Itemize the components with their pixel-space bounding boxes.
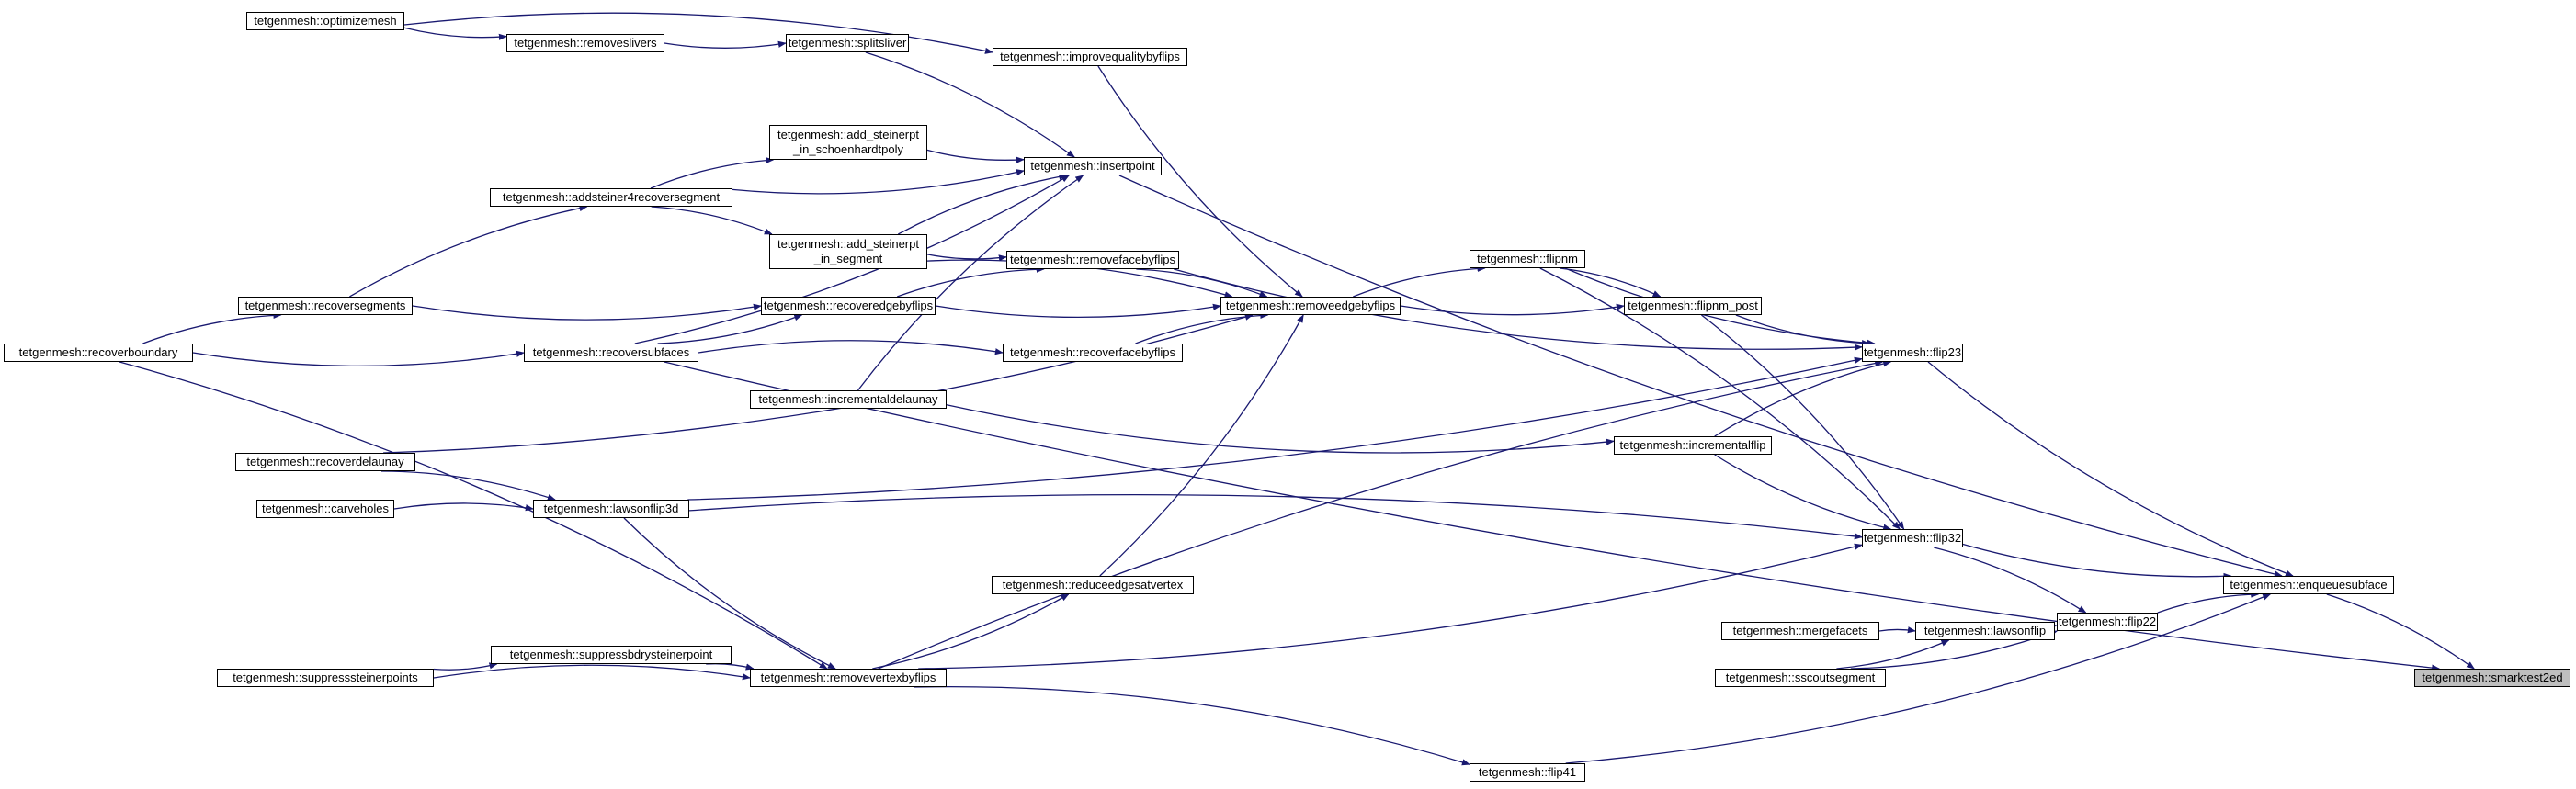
node-flipnm-post[interactable]: tetgenmesh::flipnm_post [1624, 297, 1762, 315]
edge-removeedgebyflips-to-flipnm-post [1400, 303, 1625, 316]
edge-removevertexbyflips-to-flip41 [914, 685, 1470, 766]
edge-reduceedgesatvertex-to-removeedgebyflips [1099, 314, 1304, 577]
edge-lawsonflip3d-to-removevertexbyflips [623, 517, 836, 670]
edge-add-steinerpt-in-segment-to-insertpoint [897, 173, 1068, 235]
edge-flip23-to-enqueuesubface [1927, 361, 2294, 577]
edge-suppressbdrysteinerpoint-to-removevertexbyflips [706, 663, 755, 671]
edge-recoversegments-to-recoveredgebyflips [412, 303, 762, 321]
edge-removevertexbyflips-to-flip23 [878, 360, 1884, 670]
node-recoverfacebyflips[interactable]: tetgenmesh::recoverfacebyflips [1003, 344, 1183, 362]
edge-flip41-to-enqueuesubface [1565, 593, 2272, 764]
node-flip41[interactable]: tetgenmesh::flip41 [1470, 763, 1585, 782]
node-lawsonflip3d[interactable]: tetgenmesh::lawsonflip3d [533, 500, 689, 518]
node-recoverboundary[interactable]: tetgenmesh::recoverboundary [4, 344, 193, 362]
edge-add-steinerpt-in-schoenhardtpoly-to-insertpoint [926, 149, 1025, 163]
node-enqueuesubface[interactable]: tetgenmesh::enqueuesubface [2223, 576, 2394, 594]
edge-addsteiner4recoversegment-to-add-steinerpt-in-segment [651, 206, 773, 235]
edge-recoveredgebyflips-to-removeedgebyflips [935, 303, 1221, 319]
node-suppresssteinerpoints[interactable]: tetgenmesh::suppresssteinerpoints [217, 669, 434, 687]
edge-recoverdelaunay-to-lawsonflip3d [380, 470, 556, 501]
node-improvequalitybyflips[interactable]: tetgenmesh::improvequalitybyflips [993, 48, 1187, 66]
edge-lawsonflip3d-to-flip32 [688, 493, 1863, 540]
node-incrementalflip[interactable]: tetgenmesh::incrementalflip [1614, 436, 1772, 455]
node-lawsonflip[interactable]: tetgenmesh::lawsonflip [1915, 622, 2055, 640]
edge-addsteiner4recoversegment-to-insertpoint [732, 169, 1025, 195]
edge-flip22-to-enqueuesubface [2157, 591, 2260, 614]
node-removeedgebyflips[interactable]: tetgenmesh::removeedgebyflips [1220, 297, 1401, 315]
node-incrementaldelaunay[interactable]: tetgenmesh::incrementaldelaunay [750, 390, 947, 409]
edge-add-steinerpt-in-segment-to-removefacebyflips [926, 254, 1007, 262]
node-flipnm[interactable]: tetgenmesh::flipnm [1470, 250, 1585, 268]
node-removevertexbyflips[interactable]: tetgenmesh::removevertexbyflips [750, 669, 947, 687]
node-add-steinerpt-in-segment[interactable]: tetgenmesh::add_steinerpt _in_segment [769, 234, 927, 269]
node-flip23[interactable]: tetgenmesh::flip23 [1862, 344, 1963, 362]
edge-addsteiner4recoversegment-to-add-steinerpt-in-schoenhardtpoly [650, 156, 775, 189]
node-suppressbdrysteinerpoint[interactable]: tetgenmesh::suppressbdrysteinerpoint [491, 646, 732, 664]
edge-flip32-to-enqueuesubface [1962, 543, 2232, 580]
edge-incrementalflip-to-flip23 [1714, 360, 1892, 437]
node-splitsliver[interactable]: tetgenmesh::splitsliver [786, 34, 909, 52]
edge-flipnm-post-to-flip32 [1701, 314, 1905, 530]
node-removeslivers[interactable]: tetgenmesh::removeslivers [506, 34, 664, 52]
edge-recoveredgebyflips-to-removefacebyflips [896, 265, 1045, 298]
edge-optimizemesh-to-improvequalitybyflips [403, 12, 993, 54]
node-recoveredgebyflips[interactable]: tetgenmesh::recoveredgebyflips [761, 297, 936, 315]
edge-lawsonflip3d-to-flip23 [687, 356, 1863, 501]
edge-optimizemesh-to-removeslivers [403, 27, 507, 40]
edge-removeslivers-to-splitsliver [664, 40, 787, 49]
edge-mergefacets-to-lawsonflip [1878, 626, 1916, 634]
edge-flipnm-post-to-flip23 [1735, 314, 1870, 347]
edge-recoversegments-to-addsteiner4recoversegment [349, 205, 588, 298]
edge-enqueuesubface-to-smarktest2ed [2326, 593, 2475, 670]
node-removefacebyflips[interactable]: tetgenmesh::removefacebyflips [1006, 251, 1179, 269]
node-recoversegments[interactable]: tetgenmesh::recoversegments [238, 297, 413, 315]
edge-suppresssteinerpoints-to-removevertexbyflips [433, 664, 751, 681]
node-carveholes[interactable]: tetgenmesh::carveholes [256, 500, 394, 518]
edge-improvequalitybyflips-to-removeedgebyflips [1097, 65, 1303, 298]
edge-removefacebyflips-to-flip23 [1174, 268, 1863, 351]
node-recoverdelaunay[interactable]: tetgenmesh::recoverdelaunay [235, 453, 415, 471]
edge-recoversubfaces-to-recoverfacebyflips [698, 340, 1004, 355]
node-flip22[interactable]: tetgenmesh::flip22 [2057, 613, 2158, 631]
edge-removeedgebyflips-to-flipnm [1353, 265, 1486, 298]
edge-recoversubfaces-to-insertpoint [634, 175, 1070, 344]
node-insertpoint[interactable]: tetgenmesh::insertpoint [1024, 157, 1162, 175]
edge-recoverdelaunay-to-removeedgebyflips [383, 313, 1254, 454]
edge-recoversubfaces-to-recoveredgebyflips [657, 314, 803, 344]
edge-flipnm-to-flipnm-post [1560, 267, 1662, 298]
edge-recoverboundary-to-recoversubfaces [192, 350, 525, 367]
node-addsteiner4recoversegment[interactable]: tetgenmesh::addsteiner4recoversegment [490, 188, 732, 207]
node-smarktest2ed: tetgenmesh::smarktest2ed [2414, 669, 2570, 687]
node-flip32[interactable]: tetgenmesh::flip32 [1862, 529, 1963, 547]
edge-recoversubfaces-to-smarktest2ed [664, 361, 2441, 671]
edge-insertpoint-to-enqueuesubface [1118, 175, 2283, 578]
edge-carveholes-to-lawsonflip3d [393, 502, 534, 512]
edge-removefacebyflips-to-removeedgebyflips [1136, 268, 1268, 298]
node-mergefacets[interactable]: tetgenmesh::mergefacets [1721, 622, 1879, 640]
edge-removevertexbyflips-to-flip32 [918, 543, 1863, 670]
edge-recoverboundary-to-removevertexbyflips [119, 361, 828, 670]
edge-flipnm-to-flip23 [1564, 267, 1876, 346]
edge-splitsliver-to-insertpoint [865, 51, 1075, 158]
node-recoversubfaces[interactable]: tetgenmesh::recoversubfaces [524, 344, 698, 362]
node-add-steinerpt-in-schoenhardtpoly[interactable]: tetgenmesh::add_steinerpt _in_schoenhard… [769, 125, 927, 160]
edge-incrementaldelaunay-to-incrementalflip [946, 404, 1615, 454]
edge-incrementaldelaunay-to-insertpoint [857, 175, 1084, 391]
edge-flip32-to-flip22 [1934, 547, 2087, 614]
edge-removevertexbyflips-to-reduceedgesatvertex [872, 593, 1070, 670]
node-sscoutsegment[interactable]: tetgenmesh::sscoutsegment [1715, 669, 1886, 687]
edge-sscoutsegment-to-lawsonflip [1836, 639, 1950, 670]
node-optimizemesh[interactable]: tetgenmesh::optimizemesh [246, 12, 404, 30]
edge-recoverboundary-to-recoversegments [142, 311, 282, 344]
edge-incrementalflip-to-flip32 [1714, 454, 1892, 531]
edge-suppresssteinerpoints-to-suppressbdrysteinerpoint [433, 662, 498, 671]
edge-flipnm-to-flip32 [1539, 267, 1901, 530]
node-reduceedgesatvertex[interactable]: tetgenmesh::reduceedgesatvertex [992, 576, 1194, 594]
